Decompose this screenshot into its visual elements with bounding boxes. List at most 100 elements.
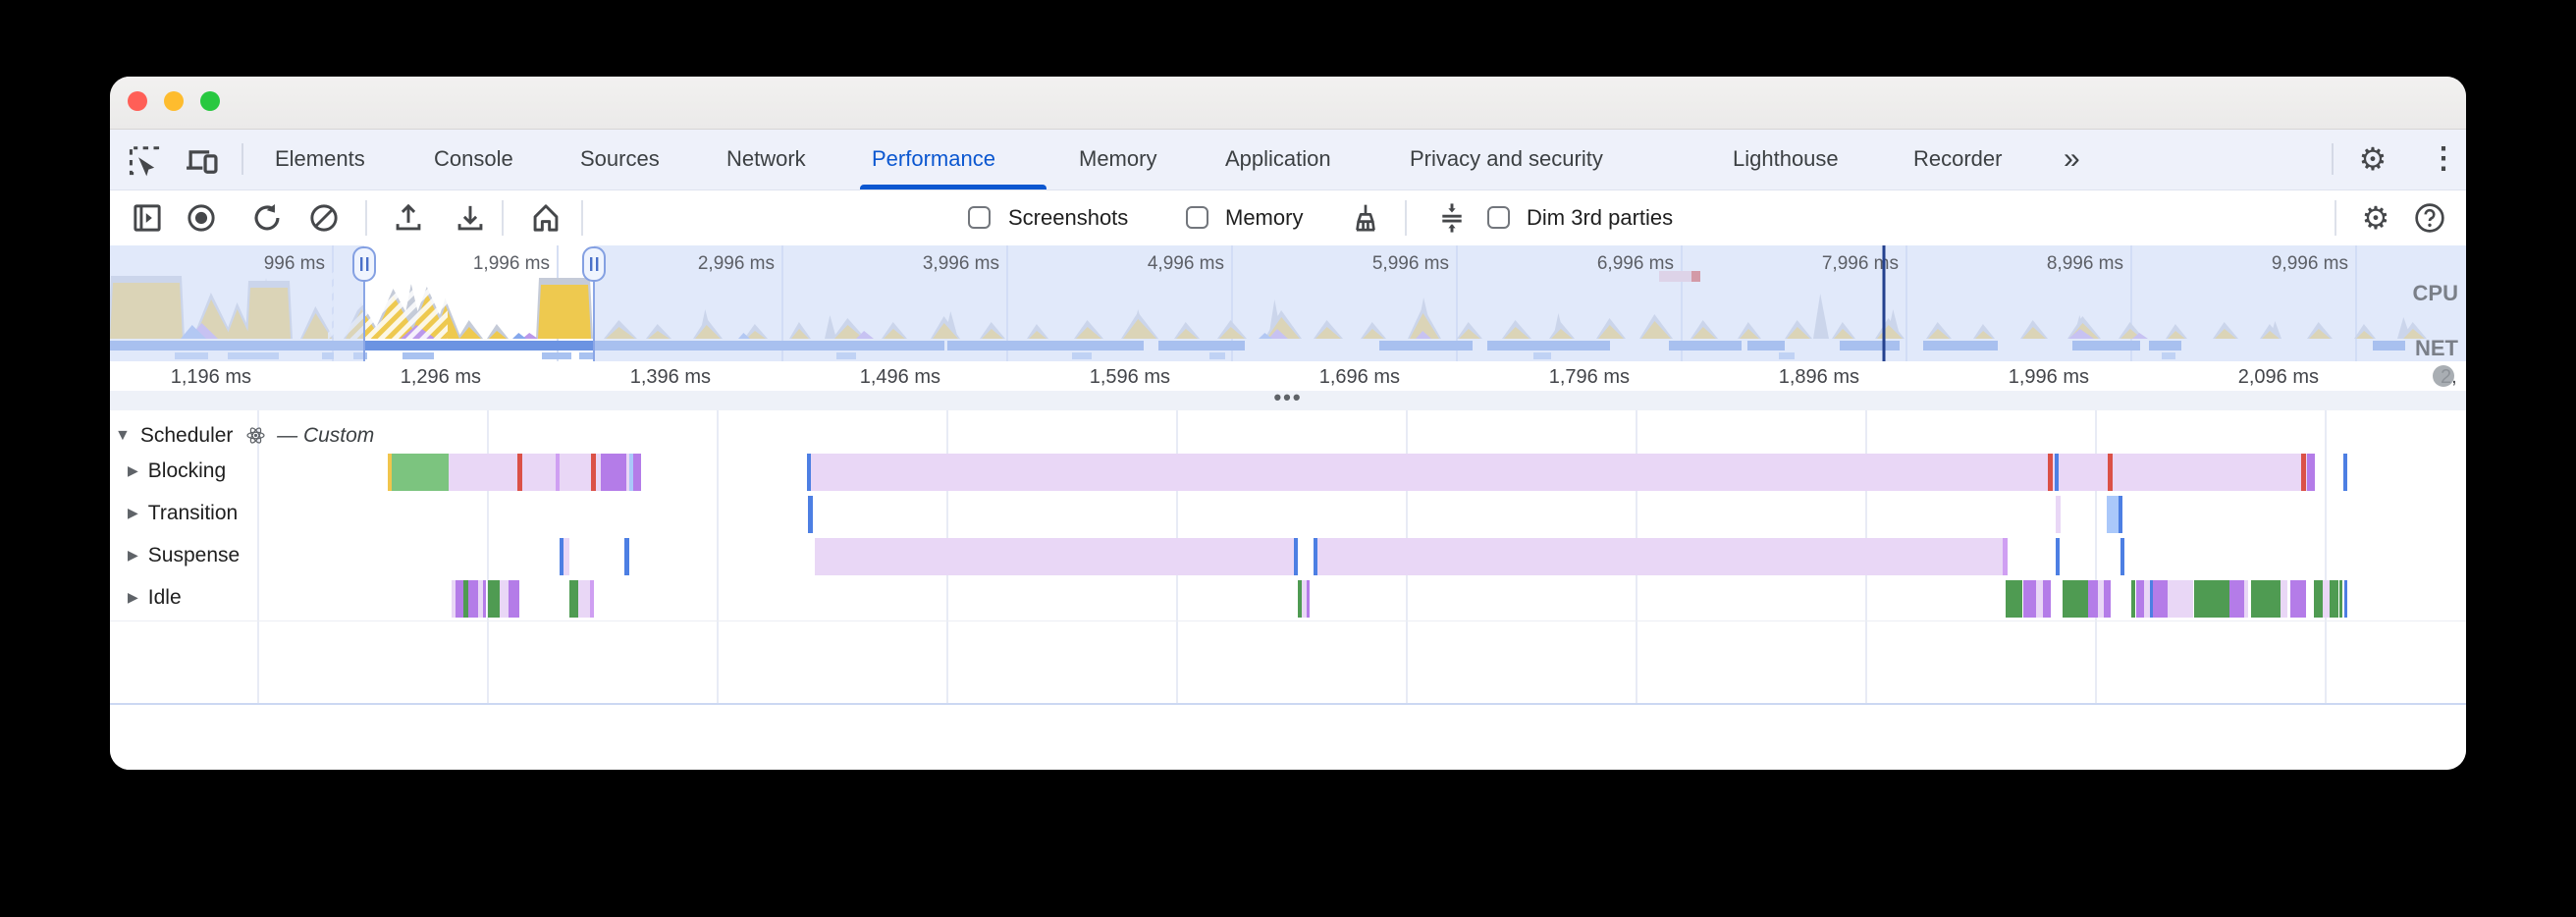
flame-segment-idle[interactable] — [2043, 580, 2051, 618]
record-icon[interactable] — [185, 201, 218, 235]
flame-segment-idle[interactable] — [456, 580, 463, 618]
flame-segment-idle[interactable] — [468, 580, 478, 618]
flame-segment-transition[interactable] — [2107, 496, 2120, 533]
expand-row-icon[interactable]: ▶ — [128, 505, 138, 520]
window-titlebar[interactable] — [110, 77, 2466, 130]
tab-network[interactable]: Network — [726, 146, 806, 171]
help-icon[interactable] — [2413, 201, 2446, 235]
flame-segment-blocking[interactable] — [556, 454, 560, 491]
flame-segment-suspense[interactable] — [2120, 538, 2124, 575]
flame-segment-idle[interactable] — [2098, 580, 2104, 618]
flame-segment-idle[interactable] — [2194, 580, 2229, 618]
screenshots-checkbox[interactable] — [968, 206, 991, 229]
flame-segment-idle[interactable] — [2144, 580, 2150, 618]
toggle-sidebar-icon[interactable] — [131, 201, 164, 235]
flame-segment-idle[interactable] — [2153, 580, 2168, 618]
flame-segment-idle[interactable] — [483, 580, 486, 618]
flame-segment-blocking[interactable] — [591, 454, 596, 491]
flame-segment-idle[interactable] — [463, 580, 468, 618]
flame-segment-suspense[interactable] — [1314, 538, 1317, 575]
clear-icon[interactable] — [307, 201, 341, 235]
collect-garbage-icon[interactable] — [1349, 201, 1382, 235]
flame-segment-blocking[interactable] — [633, 454, 641, 491]
home-icon[interactable] — [529, 201, 563, 235]
track-row-suspense[interactable]: ▶Suspense — [128, 544, 240, 567]
more-tabs-icon[interactable]: » — [2064, 142, 2080, 175]
tab-performance[interactable]: Performance — [872, 146, 995, 171]
flame-segment-idle[interactable] — [2088, 580, 2098, 618]
maximize-window-button[interactable] — [200, 91, 220, 111]
collapse-flame-icon[interactable] — [1435, 201, 1469, 235]
selection-handle-right[interactable] — [582, 246, 606, 282]
flame-segment-blocking[interactable] — [629, 454, 633, 491]
flame-segment-blocking[interactable] — [2343, 454, 2347, 491]
flame-segment-idle[interactable] — [2150, 580, 2153, 618]
dim-3rd-parties-checkbox[interactable] — [1487, 206, 1510, 229]
flame-segment-idle[interactable] — [2339, 580, 2342, 618]
flame-segment-idle[interactable] — [2251, 580, 2281, 618]
flame-segment-idle[interactable] — [590, 580, 594, 618]
flame-segment-suspense[interactable] — [2003, 538, 2008, 575]
flame-segment-blocking[interactable] — [517, 454, 522, 491]
flame-segment-idle[interactable] — [2036, 580, 2043, 618]
panel-splitter[interactable]: ••• — [110, 387, 2466, 411]
flame-segment-blocking[interactable] — [2108, 454, 2113, 491]
flame-segment-blocking[interactable] — [2301, 454, 2306, 491]
devtools-settings-icon[interactable]: ⚙ — [2358, 141, 2388, 177]
flame-segment-transition[interactable] — [2119, 496, 2122, 533]
flame-segment-idle[interactable] — [2104, 580, 2111, 618]
flame-segment-idle[interactable] — [1298, 580, 1302, 618]
flame-segment-idle[interactable] — [578, 580, 590, 618]
track-header-scheduler[interactable]: ▼Scheduler — Custom — [115, 424, 374, 448]
flame-segment-suspense[interactable] — [624, 538, 629, 575]
flame-segment-idle[interactable] — [2006, 580, 2022, 618]
expand-row-icon[interactable]: ▶ — [128, 462, 138, 478]
tab-lighthouse[interactable]: Lighthouse — [1733, 146, 1839, 171]
flame-segment-idle[interactable] — [2330, 580, 2338, 618]
more-options-icon[interactable]: ⋮ — [2429, 142, 2458, 175]
flame-segment-suspense[interactable] — [564, 538, 569, 575]
expand-row-icon[interactable]: ▶ — [128, 589, 138, 605]
flame-segment-suspense[interactable] — [1317, 538, 2005, 575]
record-and-reload-icon[interactable] — [250, 201, 284, 235]
flame-segment-blocking[interactable] — [388, 454, 392, 491]
flame-segment-idle[interactable] — [2244, 580, 2248, 618]
flame-segment-idle[interactable] — [2063, 580, 2088, 618]
selection-handle-left[interactable] — [352, 246, 376, 282]
flame-segment-idle[interactable] — [452, 580, 456, 618]
flame-segment-blocking[interactable] — [807, 454, 811, 491]
inspect-element-icon[interactable] — [126, 141, 163, 179]
device-toolbar-icon[interactable] — [183, 141, 220, 179]
flame-chart-area[interactable]: ▼Scheduler — Custom ▶Blocking ▶Transition… — [110, 410, 2466, 705]
tab-elements[interactable]: Elements — [275, 146, 365, 171]
flame-segment-blocking[interactable] — [2048, 454, 2053, 491]
flame-segment-suspense[interactable] — [2056, 538, 2060, 575]
flame-segment-idle[interactable] — [2344, 580, 2347, 618]
flame-segment-suspense[interactable] — [815, 538, 1296, 575]
flame-segment-idle[interactable] — [2314, 580, 2323, 618]
flame-segment-idle[interactable] — [2281, 580, 2287, 618]
tab-recorder[interactable]: Recorder — [1913, 146, 2003, 171]
close-window-button[interactable] — [128, 91, 147, 111]
save-profile-icon[interactable] — [454, 201, 487, 235]
tab-application[interactable]: Application — [1225, 146, 1331, 171]
flame-segment-suspense[interactable] — [560, 538, 564, 575]
flame-segment-transition[interactable] — [808, 496, 813, 533]
flame-segment-idle[interactable] — [569, 580, 578, 618]
flame-segment-blocking[interactable] — [392, 454, 449, 491]
flame-segment-idle[interactable] — [2023, 580, 2036, 618]
minimize-window-button[interactable] — [164, 91, 184, 111]
flame-segment-idle[interactable] — [478, 580, 483, 618]
tab-console[interactable]: Console — [434, 146, 513, 171]
flame-segment-idle[interactable] — [2168, 580, 2193, 618]
flame-segment-idle[interactable] — [2131, 580, 2135, 618]
flame-segment-blocking[interactable] — [601, 454, 626, 491]
flame-segment-idle[interactable] — [509, 580, 519, 618]
flame-segment-idle[interactable] — [2136, 580, 2144, 618]
track-row-transition[interactable]: ▶Transition — [128, 502, 238, 525]
track-row-blocking[interactable]: ▶Blocking — [128, 459, 226, 483]
flame-segment-blocking[interactable] — [811, 454, 2309, 491]
flame-segment-idle[interactable] — [1307, 580, 1310, 618]
flame-segment-idle[interactable] — [488, 580, 500, 618]
